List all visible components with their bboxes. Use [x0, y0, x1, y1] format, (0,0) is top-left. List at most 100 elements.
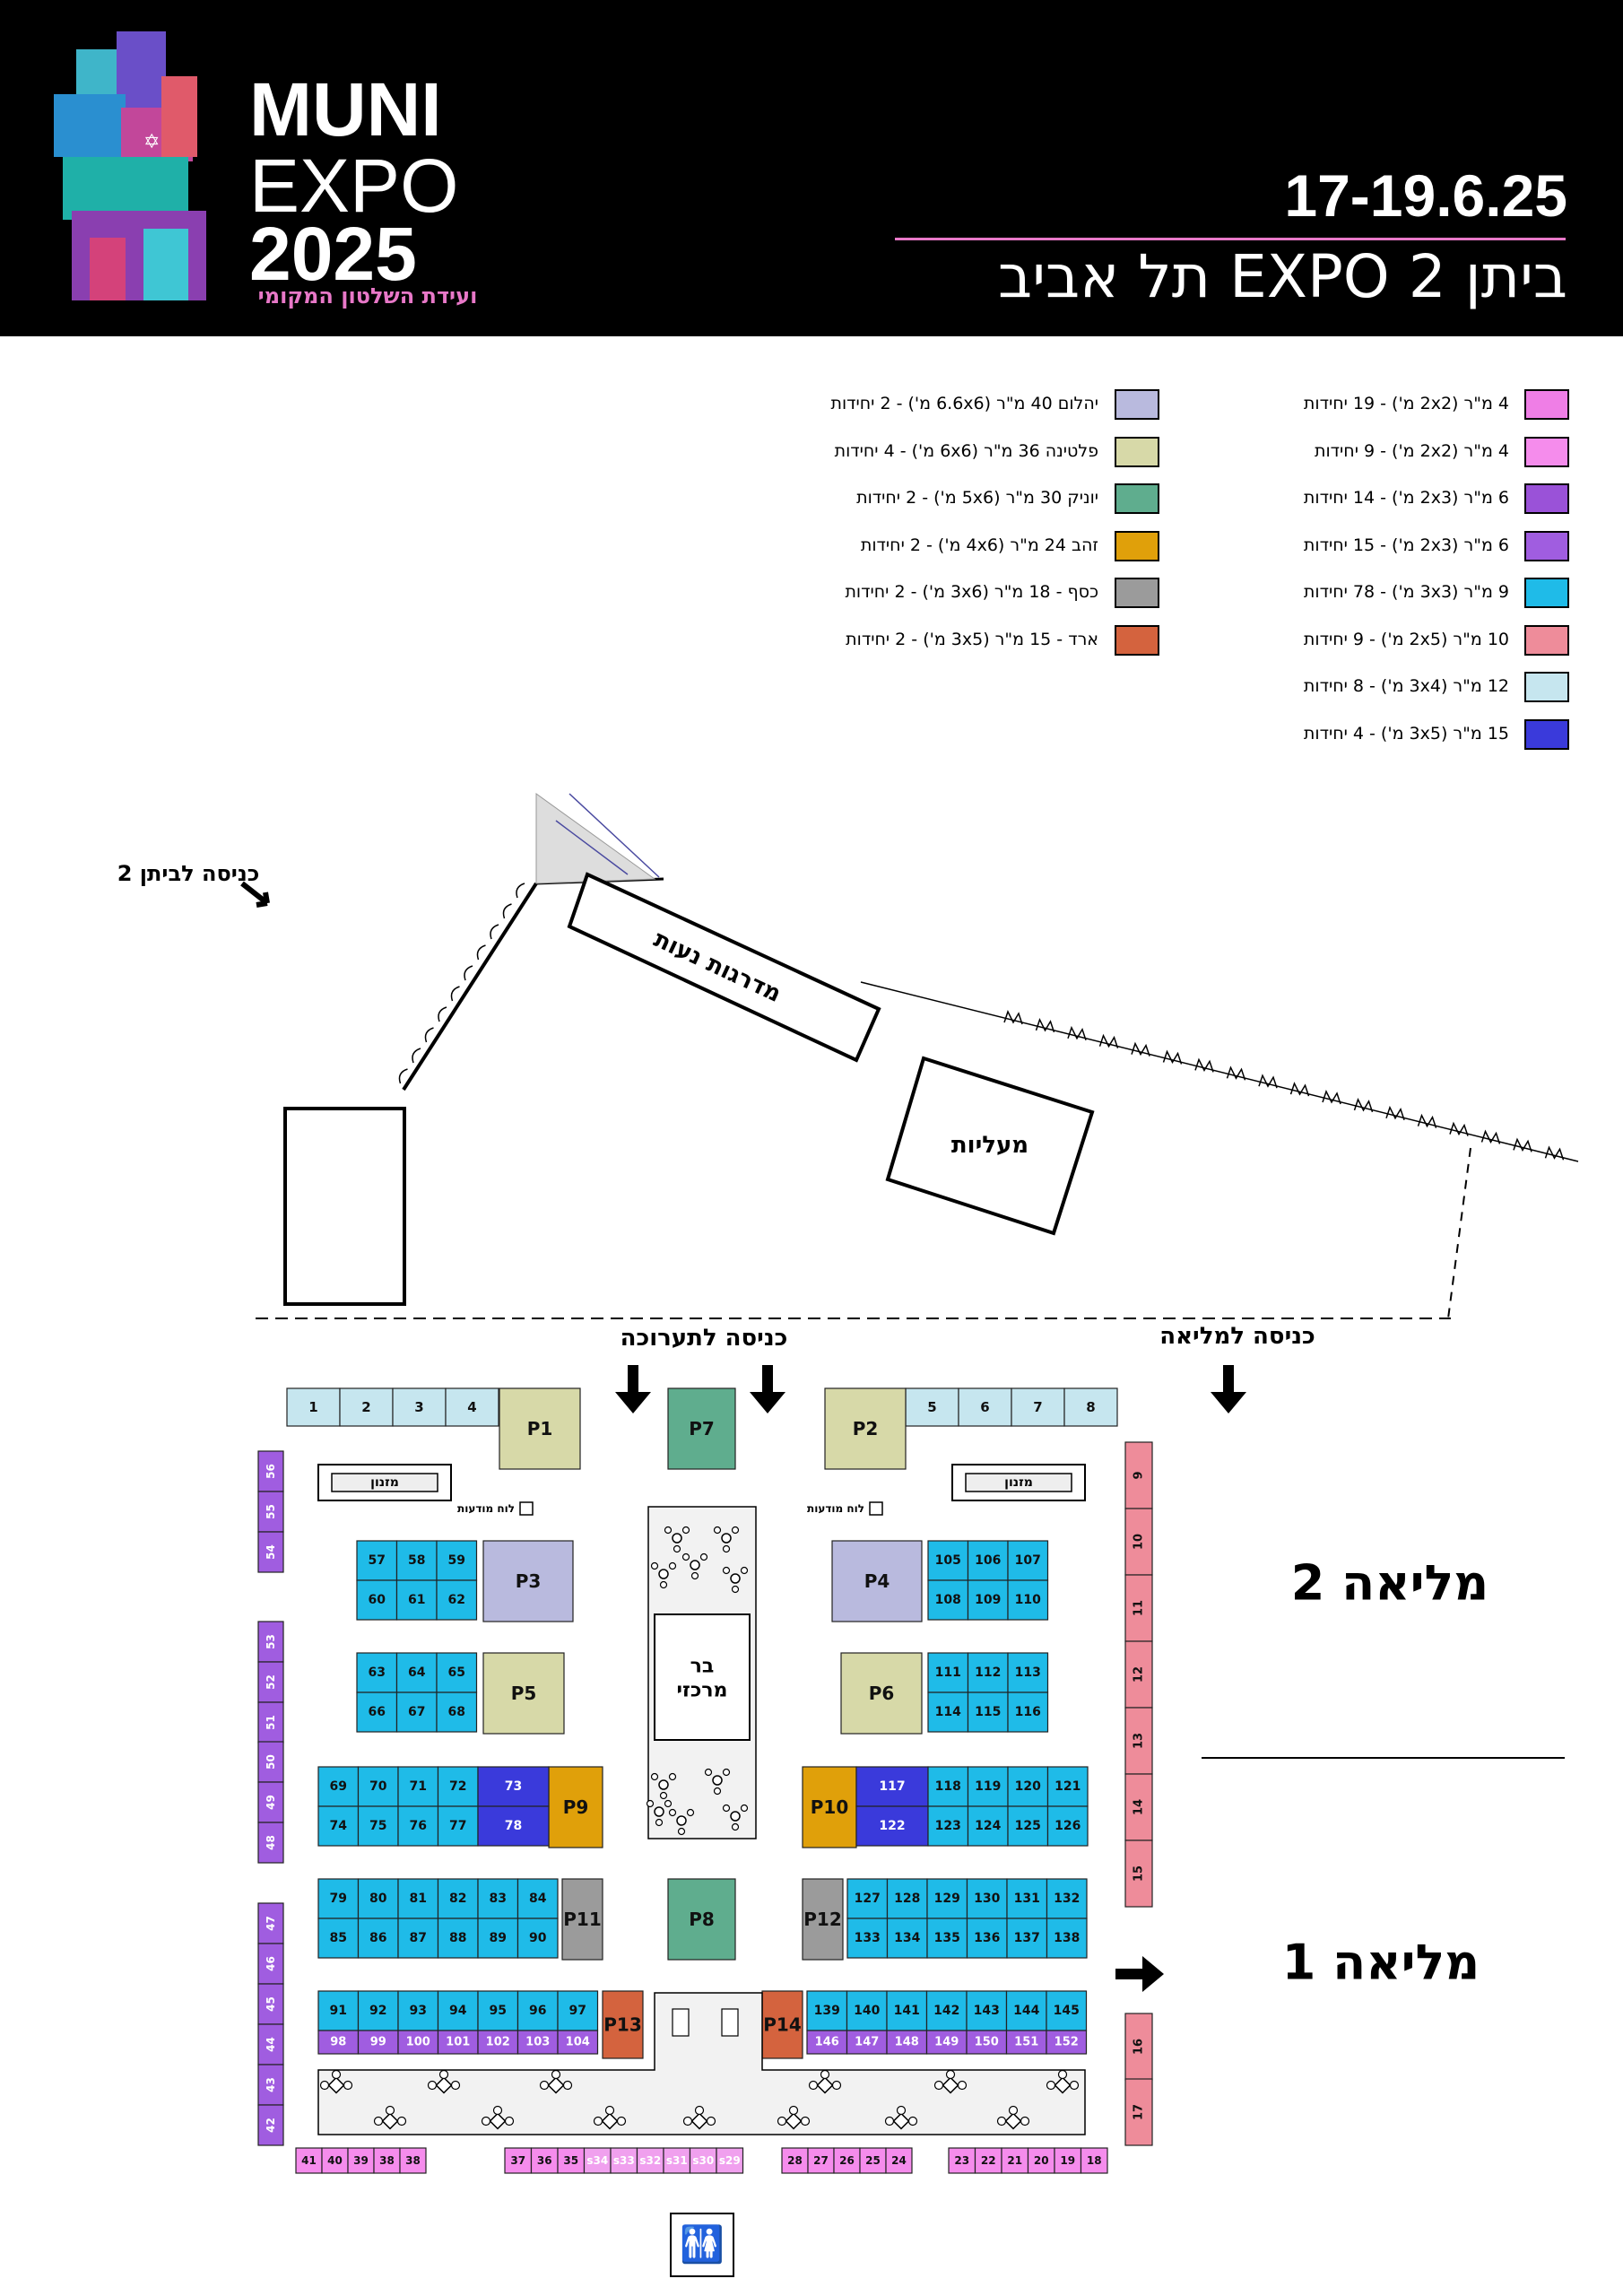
- booth-139: [806, 1990, 848, 2031]
- booth-P4: [831, 1540, 923, 1622]
- booth-141: [886, 1990, 928, 2031]
- booth-P8: [667, 1878, 736, 1961]
- legend-label-left-2: יוניק 30 מ"ר (5x6 מ') - 2 יחידות: [856, 488, 1098, 508]
- chair-icon: [731, 1526, 740, 1535]
- booth-label-88: 88: [449, 1931, 466, 1945]
- table-icon: [676, 1815, 687, 1826]
- booth-label-16: 16: [1133, 2039, 1146, 2055]
- booth-110: [1007, 1579, 1049, 1621]
- booth-label-94: 94: [449, 2004, 467, 2018]
- wall-bracket: [1194, 1057, 1214, 1073]
- booth-45: [257, 1983, 284, 2025]
- booth-100: [397, 2030, 439, 2055]
- booth-52: [257, 1661, 284, 1703]
- lounge-table-icon: [381, 2112, 399, 2130]
- lounge-chair-icon: [481, 2116, 491, 2126]
- booth-label-26: 26: [839, 2154, 855, 2167]
- chair-icon: [668, 1561, 677, 1570]
- chair-icon: [664, 1799, 673, 1808]
- wall-bracket: [1067, 1025, 1087, 1041]
- booth-label-40: 40: [327, 2154, 343, 2167]
- booth-134: [886, 1918, 928, 1959]
- legend-label-right-6: 12 מ"ר (3x4 מ') - 8 יחידות: [1303, 676, 1509, 696]
- wall-bracket: [412, 1048, 421, 1064]
- wall-bracket: [476, 944, 486, 961]
- booth-P2: [824, 1387, 907, 1470]
- booth-label-103: 103: [525, 2036, 550, 2049]
- wall-bracket: [438, 1006, 447, 1022]
- booth-label-128: 128: [894, 1892, 920, 1906]
- legend-label-left-0: יהלום 40 מ"ר (6.6x6 מ') - 2 יחידות: [830, 394, 1098, 413]
- lounge-table-icon: [601, 2112, 619, 2130]
- booth-label-146: 146: [815, 2036, 839, 2049]
- booth-103: [516, 2030, 559, 2055]
- central-bar-label-1: בר: [690, 1656, 715, 1678]
- booth-label-145: 145: [1054, 2004, 1080, 2018]
- booth-P7: [667, 1387, 736, 1470]
- booth-label-149: 149: [934, 2036, 959, 2049]
- wall-left: [402, 882, 538, 1091]
- booth-label-P7: P7: [689, 1418, 715, 1439]
- legend-label-right-1: 4 מ"ר (2x2 מ') - 9 יחידות: [1315, 440, 1509, 461]
- svg-text:✡: ✡: [143, 131, 160, 153]
- buffet-label: מזנון: [1004, 1475, 1033, 1490]
- booth-label-108: 108: [935, 1593, 961, 1607]
- booth-label-P8: P8: [689, 1909, 715, 1930]
- booth-78: [477, 1805, 550, 1847]
- booth-41: [295, 2147, 323, 2174]
- booth-label-76: 76: [410, 1819, 427, 1833]
- booth-104: [557, 2030, 599, 2055]
- booth-label-52: 52: [265, 1674, 277, 1690]
- legend-swatch-right-3: [1524, 530, 1569, 561]
- notice-board-icon: [869, 1501, 883, 1516]
- restroom-symbol-icon: 🚻: [680, 2223, 725, 2266]
- booth-label-129: 129: [934, 1892, 960, 1906]
- booth-label-49: 49: [265, 1795, 277, 1810]
- booth-label-148: 148: [895, 2036, 919, 2049]
- wall-bracket: [502, 903, 512, 919]
- booth-label-79: 79: [330, 1892, 347, 1906]
- wall-bracket: [1003, 1010, 1023, 1025]
- legend-label-right-4: 9 מ"ר (3x3 מ') - 78 יחידות: [1303, 582, 1509, 602]
- lounge-table-icon: [816, 2076, 834, 2094]
- booth-57: [356, 1540, 398, 1581]
- booth-label-86: 86: [369, 1931, 386, 1945]
- booth-P1: [499, 1387, 581, 1470]
- booth-36: [530, 2147, 559, 2174]
- booth-116: [1007, 1692, 1049, 1733]
- lounge-chair-icon: [373, 2116, 384, 2126]
- legend-swatch-right-2: [1524, 483, 1569, 514]
- booth-label-70: 70: [369, 1779, 387, 1794]
- booth-label-P9: P9: [563, 1796, 589, 1818]
- lounge-area: [317, 1992, 1086, 2135]
- booth-150: [966, 2030, 1008, 2055]
- entrance-exhibition-label: כניסה לתערוכה: [621, 1325, 788, 1352]
- lounge-table-icon: [489, 2112, 507, 2130]
- booth-90: [516, 1918, 559, 1959]
- lounge-chair-icon: [1069, 2080, 1080, 2091]
- legend-swatch-left-1: [1115, 436, 1159, 467]
- booth-label-142: 142: [933, 2004, 959, 2018]
- booth-label-s34: s34: [586, 2154, 608, 2167]
- booth-label-7: 7: [1033, 1399, 1042, 1415]
- booth-label-73: 73: [505, 1779, 522, 1794]
- chair-icon: [677, 1827, 686, 1836]
- booth-95: [477, 1990, 519, 2031]
- lounge-table-icon: [435, 2076, 453, 2094]
- legend-swatch-right-0: [1524, 389, 1569, 420]
- legend-label-left-1: פלטינה 36 מ"ר (6x6 מ') - 4 יחידות: [834, 440, 1098, 461]
- wall-bracket: [490, 924, 499, 940]
- booth-label-89: 89: [490, 1931, 507, 1945]
- lounge-chair-icon: [343, 2080, 353, 2091]
- booth-label-22: 22: [981, 2154, 996, 2167]
- booth-50: [257, 1741, 284, 1783]
- legend-label-right-7: 15 מ"ר (3x5 מ') - 4 יחידות: [1303, 723, 1509, 744]
- booth-label-51: 51: [265, 1715, 277, 1730]
- booth-13: [1124, 1707, 1153, 1775]
- logo-muni: MUNI: [249, 67, 442, 152]
- booth-label-P1: P1: [527, 1418, 553, 1439]
- chair-icon: [740, 1804, 749, 1813]
- legend-label-right-0: 4 מ"ר (2x2 מ') - 19 יחידות: [1303, 394, 1509, 413]
- booth-label-55: 55: [265, 1504, 277, 1519]
- booth-17: [1124, 2078, 1153, 2146]
